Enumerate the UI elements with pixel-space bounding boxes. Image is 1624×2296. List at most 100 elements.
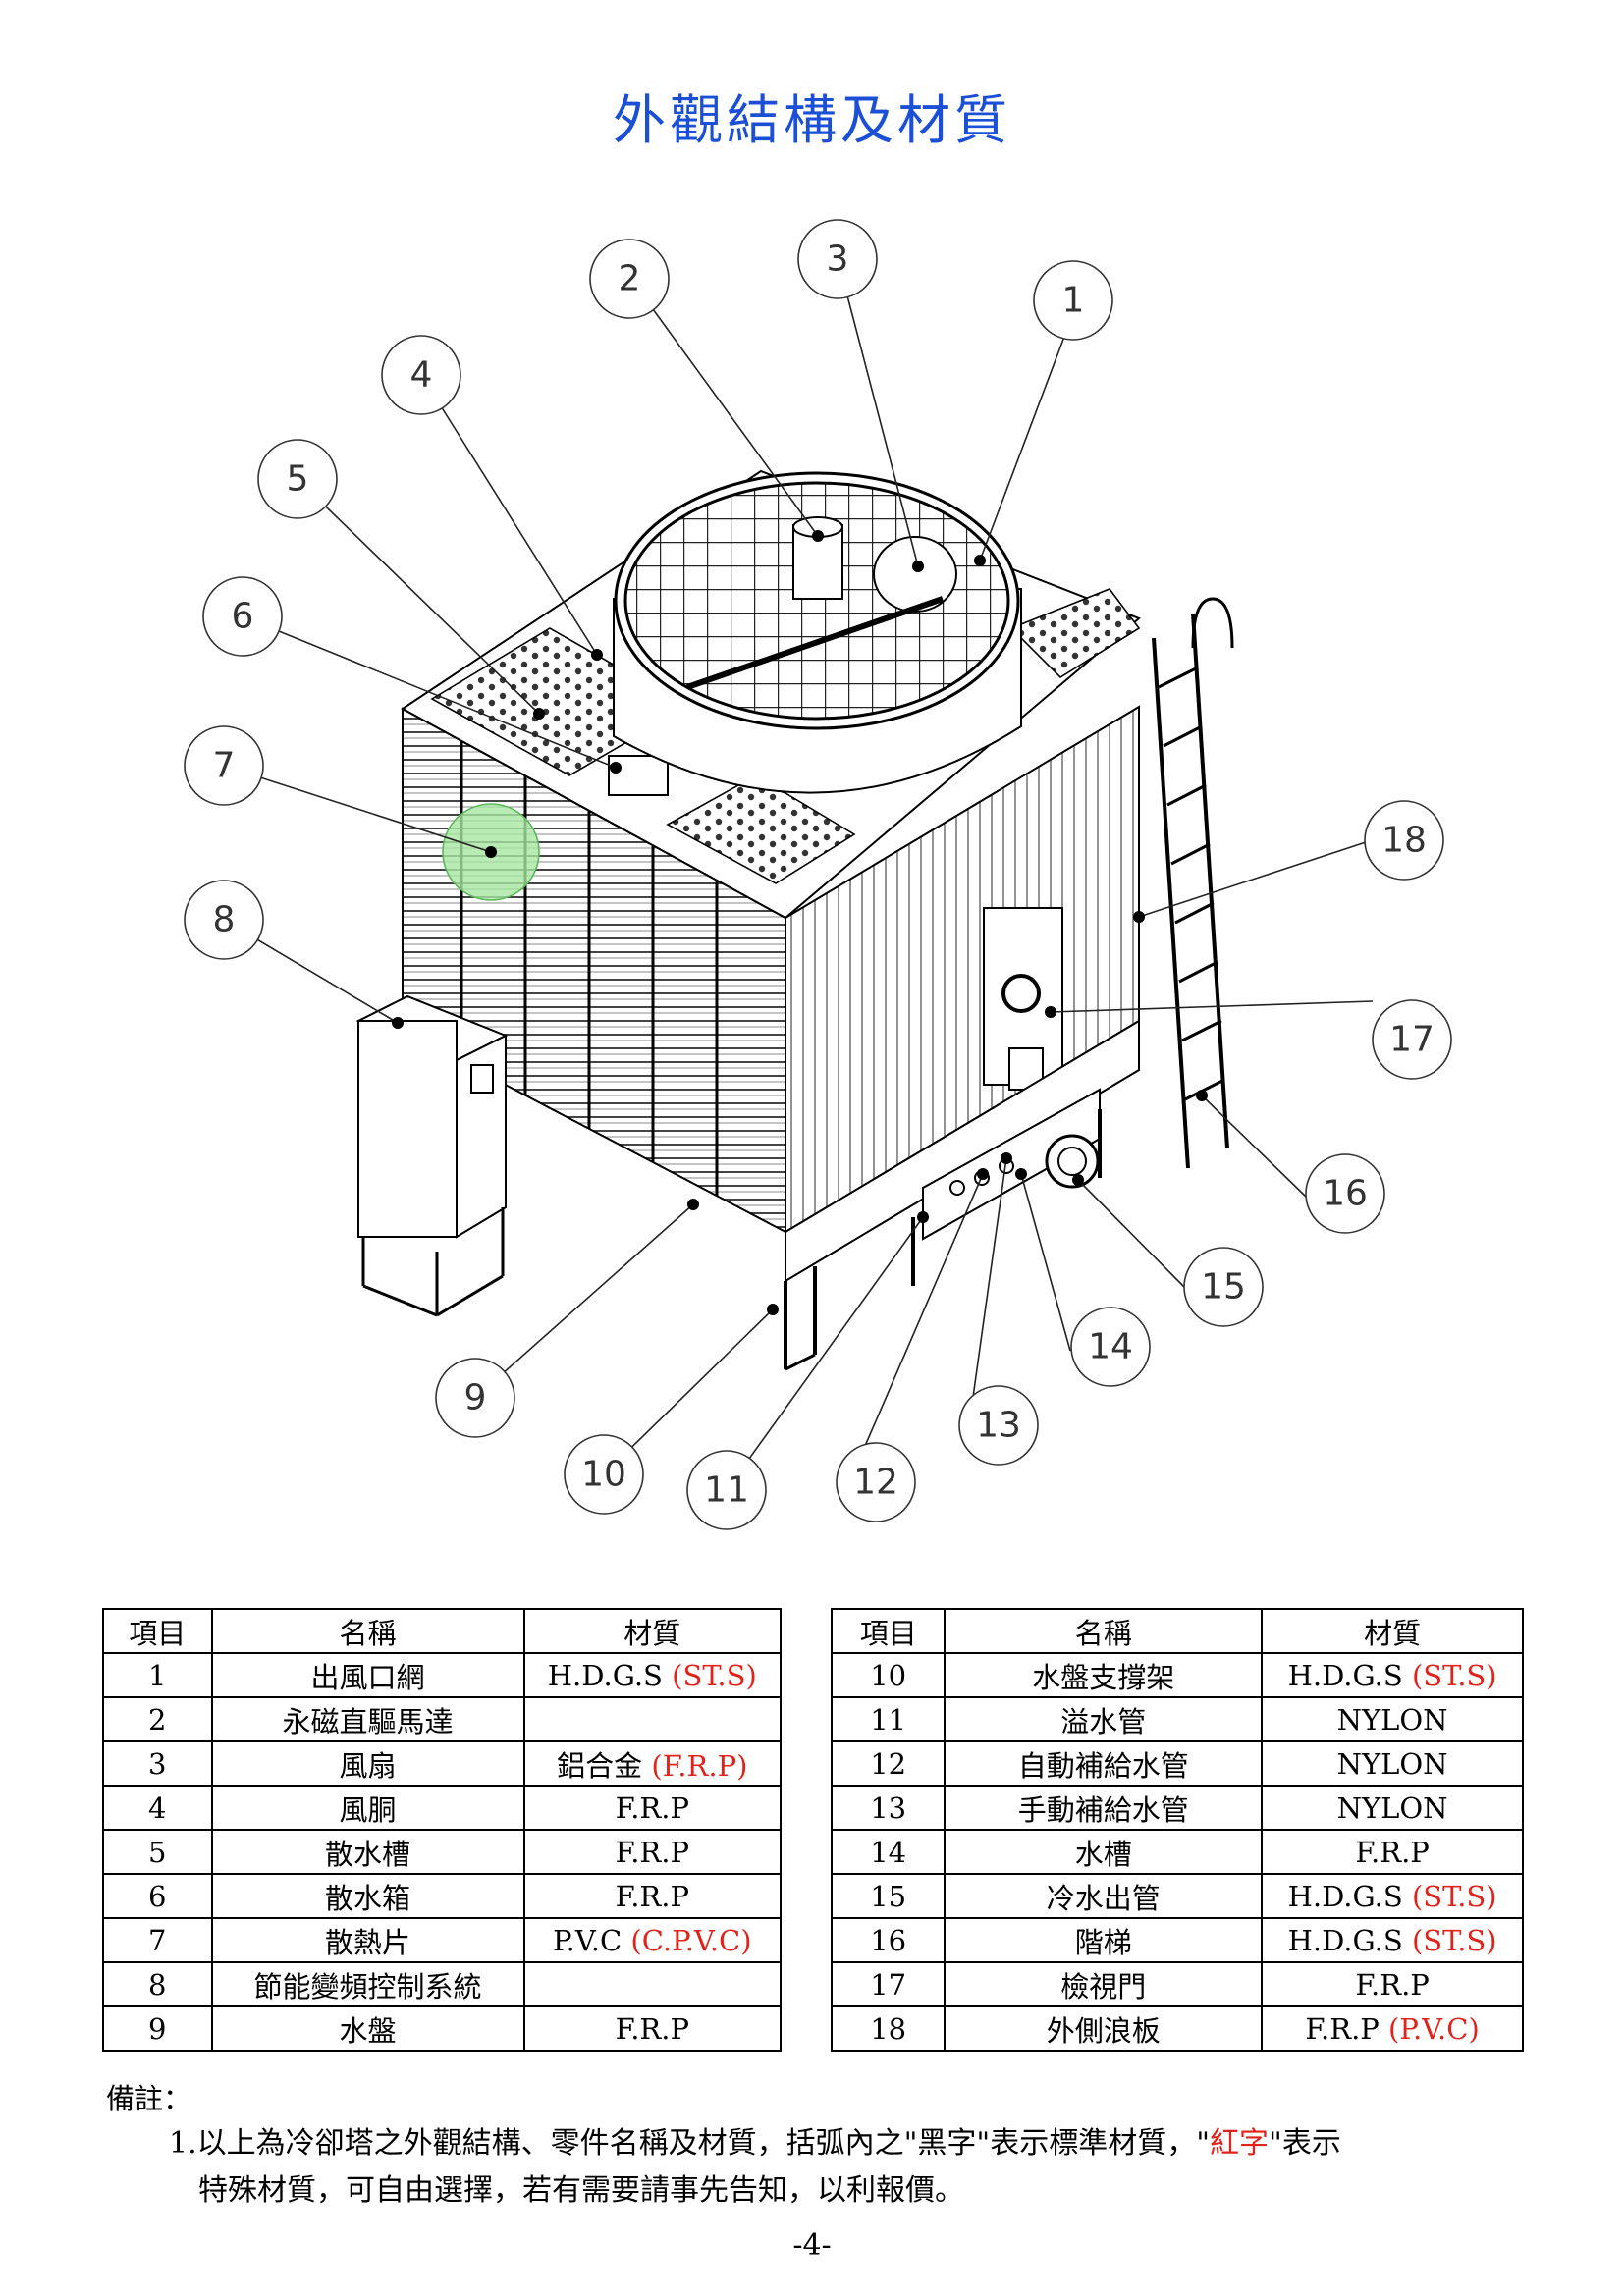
item-name: 水盤	[210, 2005, 525, 2052]
callout-5: 5	[257, 439, 338, 519]
callout-14: 14	[1070, 1307, 1151, 1387]
callout-2: 2	[589, 239, 670, 319]
item-no: 9	[102, 2005, 213, 2052]
item-no: 15	[830, 1873, 947, 1919]
item-name: 溢水管	[944, 1696, 1264, 1742]
callout-17: 17	[1372, 999, 1452, 1080]
callout-8: 8	[184, 880, 264, 960]
header-name: 名稱	[944, 1608, 1264, 1654]
callout-1: 1	[1033, 260, 1113, 341]
item-material: F.R.P	[522, 2005, 783, 2052]
item-material: NYLON	[1261, 1696, 1524, 1742]
item-no: 8	[102, 1961, 213, 2007]
special-material: (ST.S)	[1411, 1658, 1497, 1692]
red-text-label: 紅字	[1210, 2126, 1270, 2161]
callout-16: 16	[1305, 1153, 1385, 1234]
svg-text:13: 13	[976, 1406, 1021, 1446]
item-material: F.R.P	[522, 1873, 783, 1919]
item-name: 自動補給水管	[944, 1740, 1264, 1787]
svg-text:15: 15	[1201, 1267, 1246, 1308]
control-panel	[355, 994, 509, 1317]
callout-3: 3	[797, 219, 878, 299]
svg-text:4: 4	[410, 355, 433, 396]
item-material: F.R.P	[522, 1785, 783, 1831]
item-no: 3	[102, 1740, 213, 1787]
fan-stack	[613, 471, 1022, 794]
leader-lines	[223, 257, 1374, 1491]
item-name: 散水箱	[210, 1873, 525, 1919]
svg-text:8: 8	[213, 900, 236, 940]
motor	[792, 524, 843, 600]
item-material: H.D.G.S (ST.S)	[1261, 1873, 1524, 1919]
notes-body: 1.以上為冷卻塔之外觀結構、零件名稱及材質，括弧內之"黑字"表示標準材質，"紅字…	[169, 2120, 1504, 2215]
item-material	[522, 1961, 783, 2007]
item-material: NYLON	[1261, 1740, 1524, 1787]
item-name: 階梯	[944, 1917, 1264, 1963]
item-name: 水槽	[944, 1829, 1264, 1875]
item-name: 水盤支撐架	[944, 1652, 1264, 1698]
item-name: 永磁直驅馬達	[210, 1696, 525, 1742]
item-no: 1	[102, 1652, 213, 1698]
svg-text:14: 14	[1088, 1327, 1133, 1367]
item-no: 6	[102, 1873, 213, 1919]
callout-10: 10	[564, 1434, 644, 1515]
callout-4: 4	[381, 335, 461, 415]
table-header-row: 項目 名稱 材質	[830, 1608, 1524, 1654]
callout-7: 7	[184, 725, 264, 806]
item-material	[522, 1696, 783, 1742]
svg-text:5: 5	[287, 459, 309, 500]
item-no: 10	[830, 1652, 947, 1698]
fan-blade	[873, 536, 957, 613]
special-material: (ST.S)	[1411, 1879, 1497, 1913]
item-no: 16	[830, 1917, 947, 1963]
svg-text:7: 7	[213, 746, 236, 786]
item-material: H.D.G.S (ST.S)	[1261, 1917, 1524, 1963]
item-name: 冷水出管	[944, 1873, 1264, 1919]
special-material: (F.R.P)	[651, 1748, 748, 1783]
callout-13: 13	[958, 1385, 1039, 1466]
item-material: P.V.C (C.P.V.C)	[522, 1917, 783, 1963]
callout-11: 11	[686, 1450, 767, 1530]
item-no: 5	[102, 1829, 213, 1875]
item-no: 11	[830, 1696, 947, 1742]
callout-6: 6	[202, 576, 283, 657]
item-no: 17	[830, 1961, 947, 2007]
ladder	[1152, 597, 1234, 1169]
note-line-1: 1.以上為冷卻塔之外觀結構、零件名稱及材質，括弧內之"黑字"表示標準材質，"紅字…	[169, 2126, 1341, 2161]
svg-text:1: 1	[1062, 281, 1085, 321]
item-material: 鋁合金 (F.R.P)	[522, 1740, 783, 1787]
item-name: 散熱片	[210, 1917, 525, 1963]
basin-and-stand	[784, 1019, 1140, 1371]
item-no: 14	[830, 1829, 947, 1875]
svg-text:11: 11	[704, 1470, 749, 1511]
special-material: (ST.S)	[1411, 1923, 1497, 1957]
svg-text:3: 3	[827, 240, 849, 280]
svg-text:10: 10	[581, 1455, 626, 1495]
item-name: 出風口網	[210, 1652, 525, 1698]
item-no: 7	[102, 1917, 213, 1963]
item-material: F.R.P (P.V.C)	[1261, 2005, 1524, 2052]
header-item: 項目	[830, 1608, 947, 1654]
item-material: F.R.P	[1261, 1829, 1524, 1875]
special-material: (C.P.V.C)	[630, 1923, 752, 1957]
svg-text:12: 12	[853, 1463, 898, 1503]
item-no: 12	[830, 1740, 947, 1787]
leader-dots	[392, 530, 1208, 1315]
item-name: 風扇	[210, 1740, 525, 1787]
item-material: H.D.G.S (ST.S)	[522, 1652, 783, 1698]
distribution-box	[608, 755, 669, 796]
